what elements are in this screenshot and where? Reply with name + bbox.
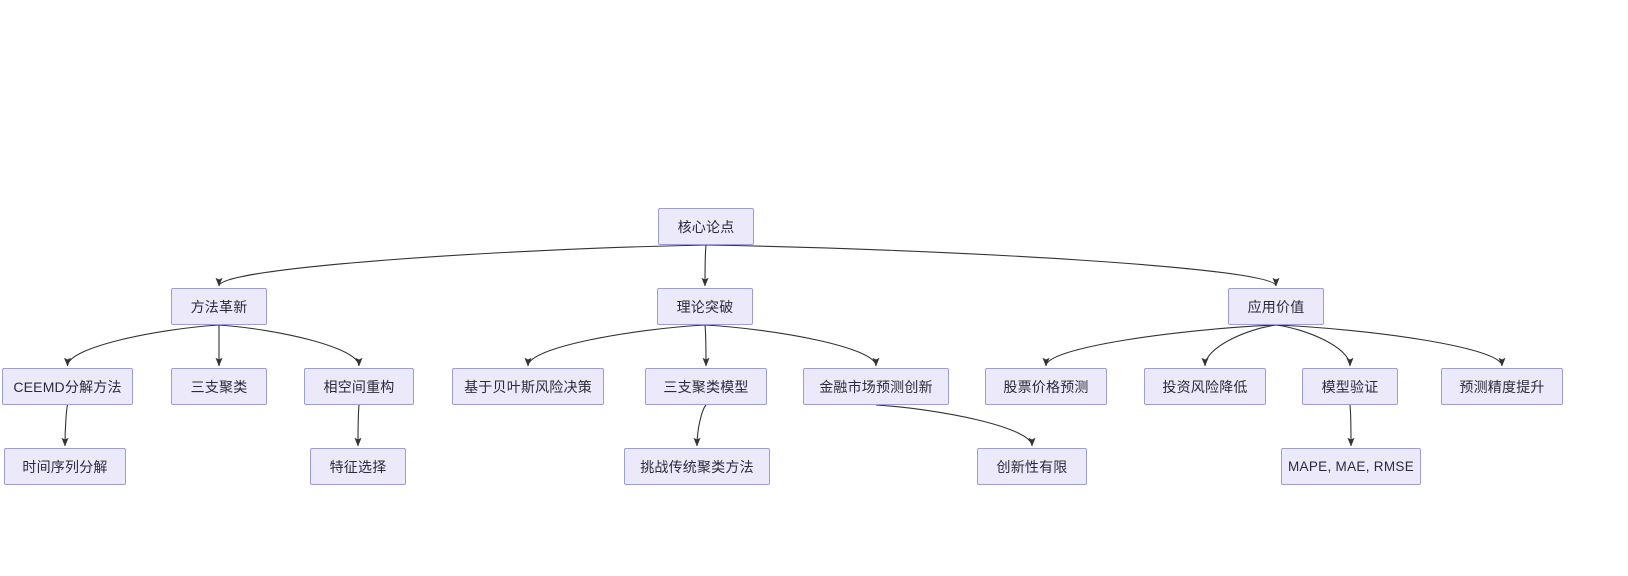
edge-theory-to-bayes xyxy=(524,324,706,367)
node-label: 模型验证 xyxy=(1321,378,1379,395)
edge-theory-to-finance xyxy=(704,324,880,367)
edge-finance-to-limited xyxy=(875,404,1036,447)
node-label: 预测精度提升 xyxy=(1459,378,1545,395)
node-ceemd[interactable]: CEEMD分解方法 xyxy=(2,368,133,405)
node-metrics[interactable]: MAPE, MAE, RMSE xyxy=(1281,448,1421,485)
node-validate[interactable]: 模型验证 xyxy=(1302,368,1398,405)
edge-apply-to-accuracy xyxy=(1275,324,1506,367)
node-label: 基于贝叶斯风险决策 xyxy=(464,378,592,395)
edge-ceemd-to-tsdecomp xyxy=(61,404,69,447)
node-bayes[interactable]: 基于贝叶斯风险决策 xyxy=(452,368,604,405)
node-label: 挑战传统聚类方法 xyxy=(640,458,754,475)
edge-apply-to-stock xyxy=(1042,324,1277,367)
node-label: MAPE, MAE, RMSE xyxy=(1287,458,1415,474)
edge-theory-to-tscmodel xyxy=(702,324,710,367)
edge-apply-to-validate xyxy=(1275,324,1354,367)
edge-root-to-apply xyxy=(705,244,1280,287)
node-label: 股票价格预测 xyxy=(1003,378,1089,395)
node-label: 三支聚类模型 xyxy=(663,378,749,395)
edge-root-to-theory xyxy=(701,244,709,287)
node-feature[interactable]: 特征选择 xyxy=(310,448,406,485)
edge-paths xyxy=(61,244,1506,447)
edge-tscmodel-to-challenge xyxy=(693,404,707,447)
node-tsdecomp[interactable]: 时间序列分解 xyxy=(4,448,126,485)
node-theory[interactable]: 理论突破 xyxy=(657,288,753,325)
node-phase[interactable]: 相空间重构 xyxy=(304,368,414,405)
node-label: 核心论点 xyxy=(677,218,735,235)
node-stock[interactable]: 股票价格预测 xyxy=(985,368,1107,405)
node-label: 特征选择 xyxy=(329,458,387,475)
node-tscmodel[interactable]: 三支聚类模型 xyxy=(645,368,767,405)
node-tsc[interactable]: 三支聚类 xyxy=(171,368,267,405)
node-challenge[interactable]: 挑战传统聚类方法 xyxy=(624,448,770,485)
node-apply[interactable]: 应用价值 xyxy=(1228,288,1324,325)
node-limited[interactable]: 创新性有限 xyxy=(977,448,1087,485)
node-accuracy[interactable]: 预测精度提升 xyxy=(1441,368,1563,405)
node-label: 三支聚类 xyxy=(190,378,248,395)
node-risk[interactable]: 投资风险降低 xyxy=(1144,368,1266,405)
node-label: CEEMD分解方法 xyxy=(13,378,122,395)
edge-root-to-method xyxy=(215,244,707,287)
node-label: 投资风险降低 xyxy=(1162,378,1248,395)
node-root[interactable]: 核心论点 xyxy=(658,208,754,245)
edge-phase-to-feature xyxy=(354,404,362,447)
node-label: 理论突破 xyxy=(676,298,734,315)
node-label: 时间序列分解 xyxy=(22,458,108,475)
edge-method-to-phase xyxy=(218,324,363,367)
node-label: 金融市场预测创新 xyxy=(819,378,933,395)
edge-apply-to-risk xyxy=(1201,324,1277,367)
node-label: 方法革新 xyxy=(190,298,248,315)
node-finance[interactable]: 金融市场预测创新 xyxy=(803,368,949,405)
node-label: 创新性有限 xyxy=(996,458,1068,475)
edge-validate-to-metrics xyxy=(1347,404,1355,447)
node-label: 应用价值 xyxy=(1247,298,1305,315)
edge-method-to-ceemd xyxy=(64,324,220,367)
node-method[interactable]: 方法革新 xyxy=(171,288,267,325)
node-label: 相空间重构 xyxy=(323,378,395,395)
